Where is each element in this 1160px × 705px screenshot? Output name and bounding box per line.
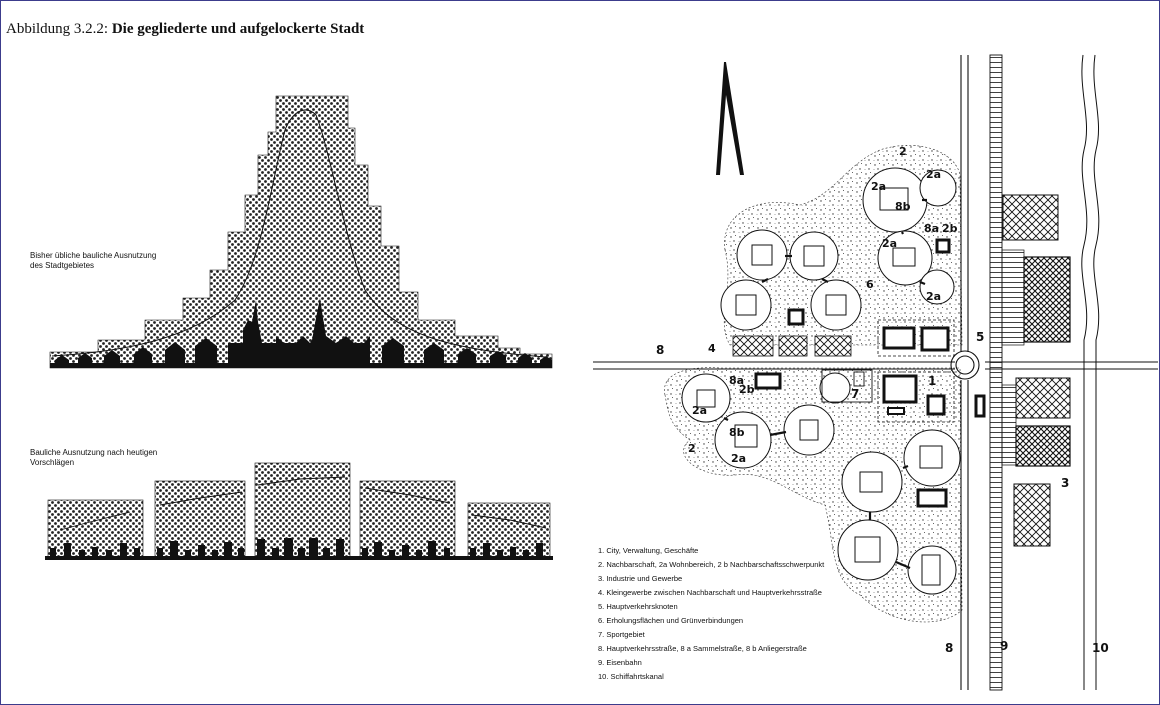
figure-caption: Abbildung 3.2.2: Die gegliederte und auf… — [6, 21, 364, 38]
legend-item-4: 4. Kleingewerbe zwischen Nachbarschaft u… — [598, 588, 822, 597]
map-label-7: 7 — [851, 387, 859, 401]
map-label-2a-6: 2a — [731, 452, 746, 465]
map-label-2b-2: 2b — [739, 383, 755, 396]
map-label-2a-3: 2a — [882, 237, 897, 250]
map-label-8a-1: 8a — [924, 222, 939, 235]
map-label-8-bottom: 8 — [945, 641, 953, 655]
map-label-6: 6 — [866, 278, 874, 291]
map-label-9: 9 — [1000, 639, 1008, 653]
map-label-2-top: 2 — [899, 145, 907, 158]
map-label-8-left: 8 — [656, 343, 664, 357]
caption-prefix: Abbildung 3.2.2: — [6, 21, 112, 37]
legend-item-7: 7. Sportgebiet — [598, 630, 646, 639]
city-plan-map — [593, 54, 1158, 691]
legend-item-5: 5. Hauptverkehrsknoten — [598, 602, 678, 611]
map-label-2-left: 2 — [688, 442, 696, 455]
map-label-4: 4 — [708, 342, 716, 355]
legend-item-9: 9. Eisenbahn — [598, 658, 642, 667]
north-arrow-icon — [716, 62, 744, 175]
map-label-2b-1: 2b — [942, 222, 958, 235]
legend-item-1: 1. City, Verwaltung, Geschäfte — [598, 546, 698, 555]
legend-item-3: 3. Industrie und Gewerbe — [598, 574, 682, 583]
legend-item-6: 6. Erholungsflächen und Grünverbindungen — [598, 616, 743, 625]
lower-profile-label-line1: Bauliche Ausnutzung nach heutigen — [30, 448, 157, 457]
map-label-5: 5 — [976, 330, 984, 344]
modern-density-profile — [45, 462, 553, 560]
map-label-2a-2: 2a — [926, 168, 941, 181]
map-label-2a-4: 2a — [926, 290, 941, 303]
map-numbers: 2 2a 8b 2a 8a 2b 2a 2a 6 4 8 5 8a 2b 7 1… — [656, 145, 1109, 655]
legend-item-8: 8. Hauptverkehrsstraße, 8 a Sammelstraße… — [598, 644, 807, 653]
map-label-8a-2: 8a — [729, 374, 744, 387]
traditional-density-profile — [49, 95, 553, 369]
lower-profile-label-line2: Vorschlägen — [30, 458, 74, 467]
map-label-8b-1: 8b — [895, 200, 911, 213]
caption-title: Die gegliederte und aufgelockerte Stadt — [111, 21, 365, 37]
map-label-3: 3 — [1061, 476, 1069, 490]
legend-item-10: 10. Schiffahrtskanal — [598, 672, 664, 681]
map-label-10: 10 — [1092, 641, 1109, 655]
map-label-8b-2: 8b — [729, 426, 745, 439]
legend-item-2: 2. Nachbarschaft, 2a Wohnbereich, 2 b Na… — [598, 560, 825, 569]
map-legend: 1. City, Verwaltung, Geschäfte 2. Nachba… — [598, 546, 825, 681]
map-label-1: 1 — [928, 374, 936, 388]
map-label-2a-5: 2a — [692, 404, 707, 417]
upper-profile-label-line1: Bisher übliche bauliche Ausnutzung — [30, 251, 156, 260]
upper-profile-label-line2: des Stadtgebietes — [30, 261, 94, 270]
map-label-2a-1: 2a — [871, 180, 886, 193]
